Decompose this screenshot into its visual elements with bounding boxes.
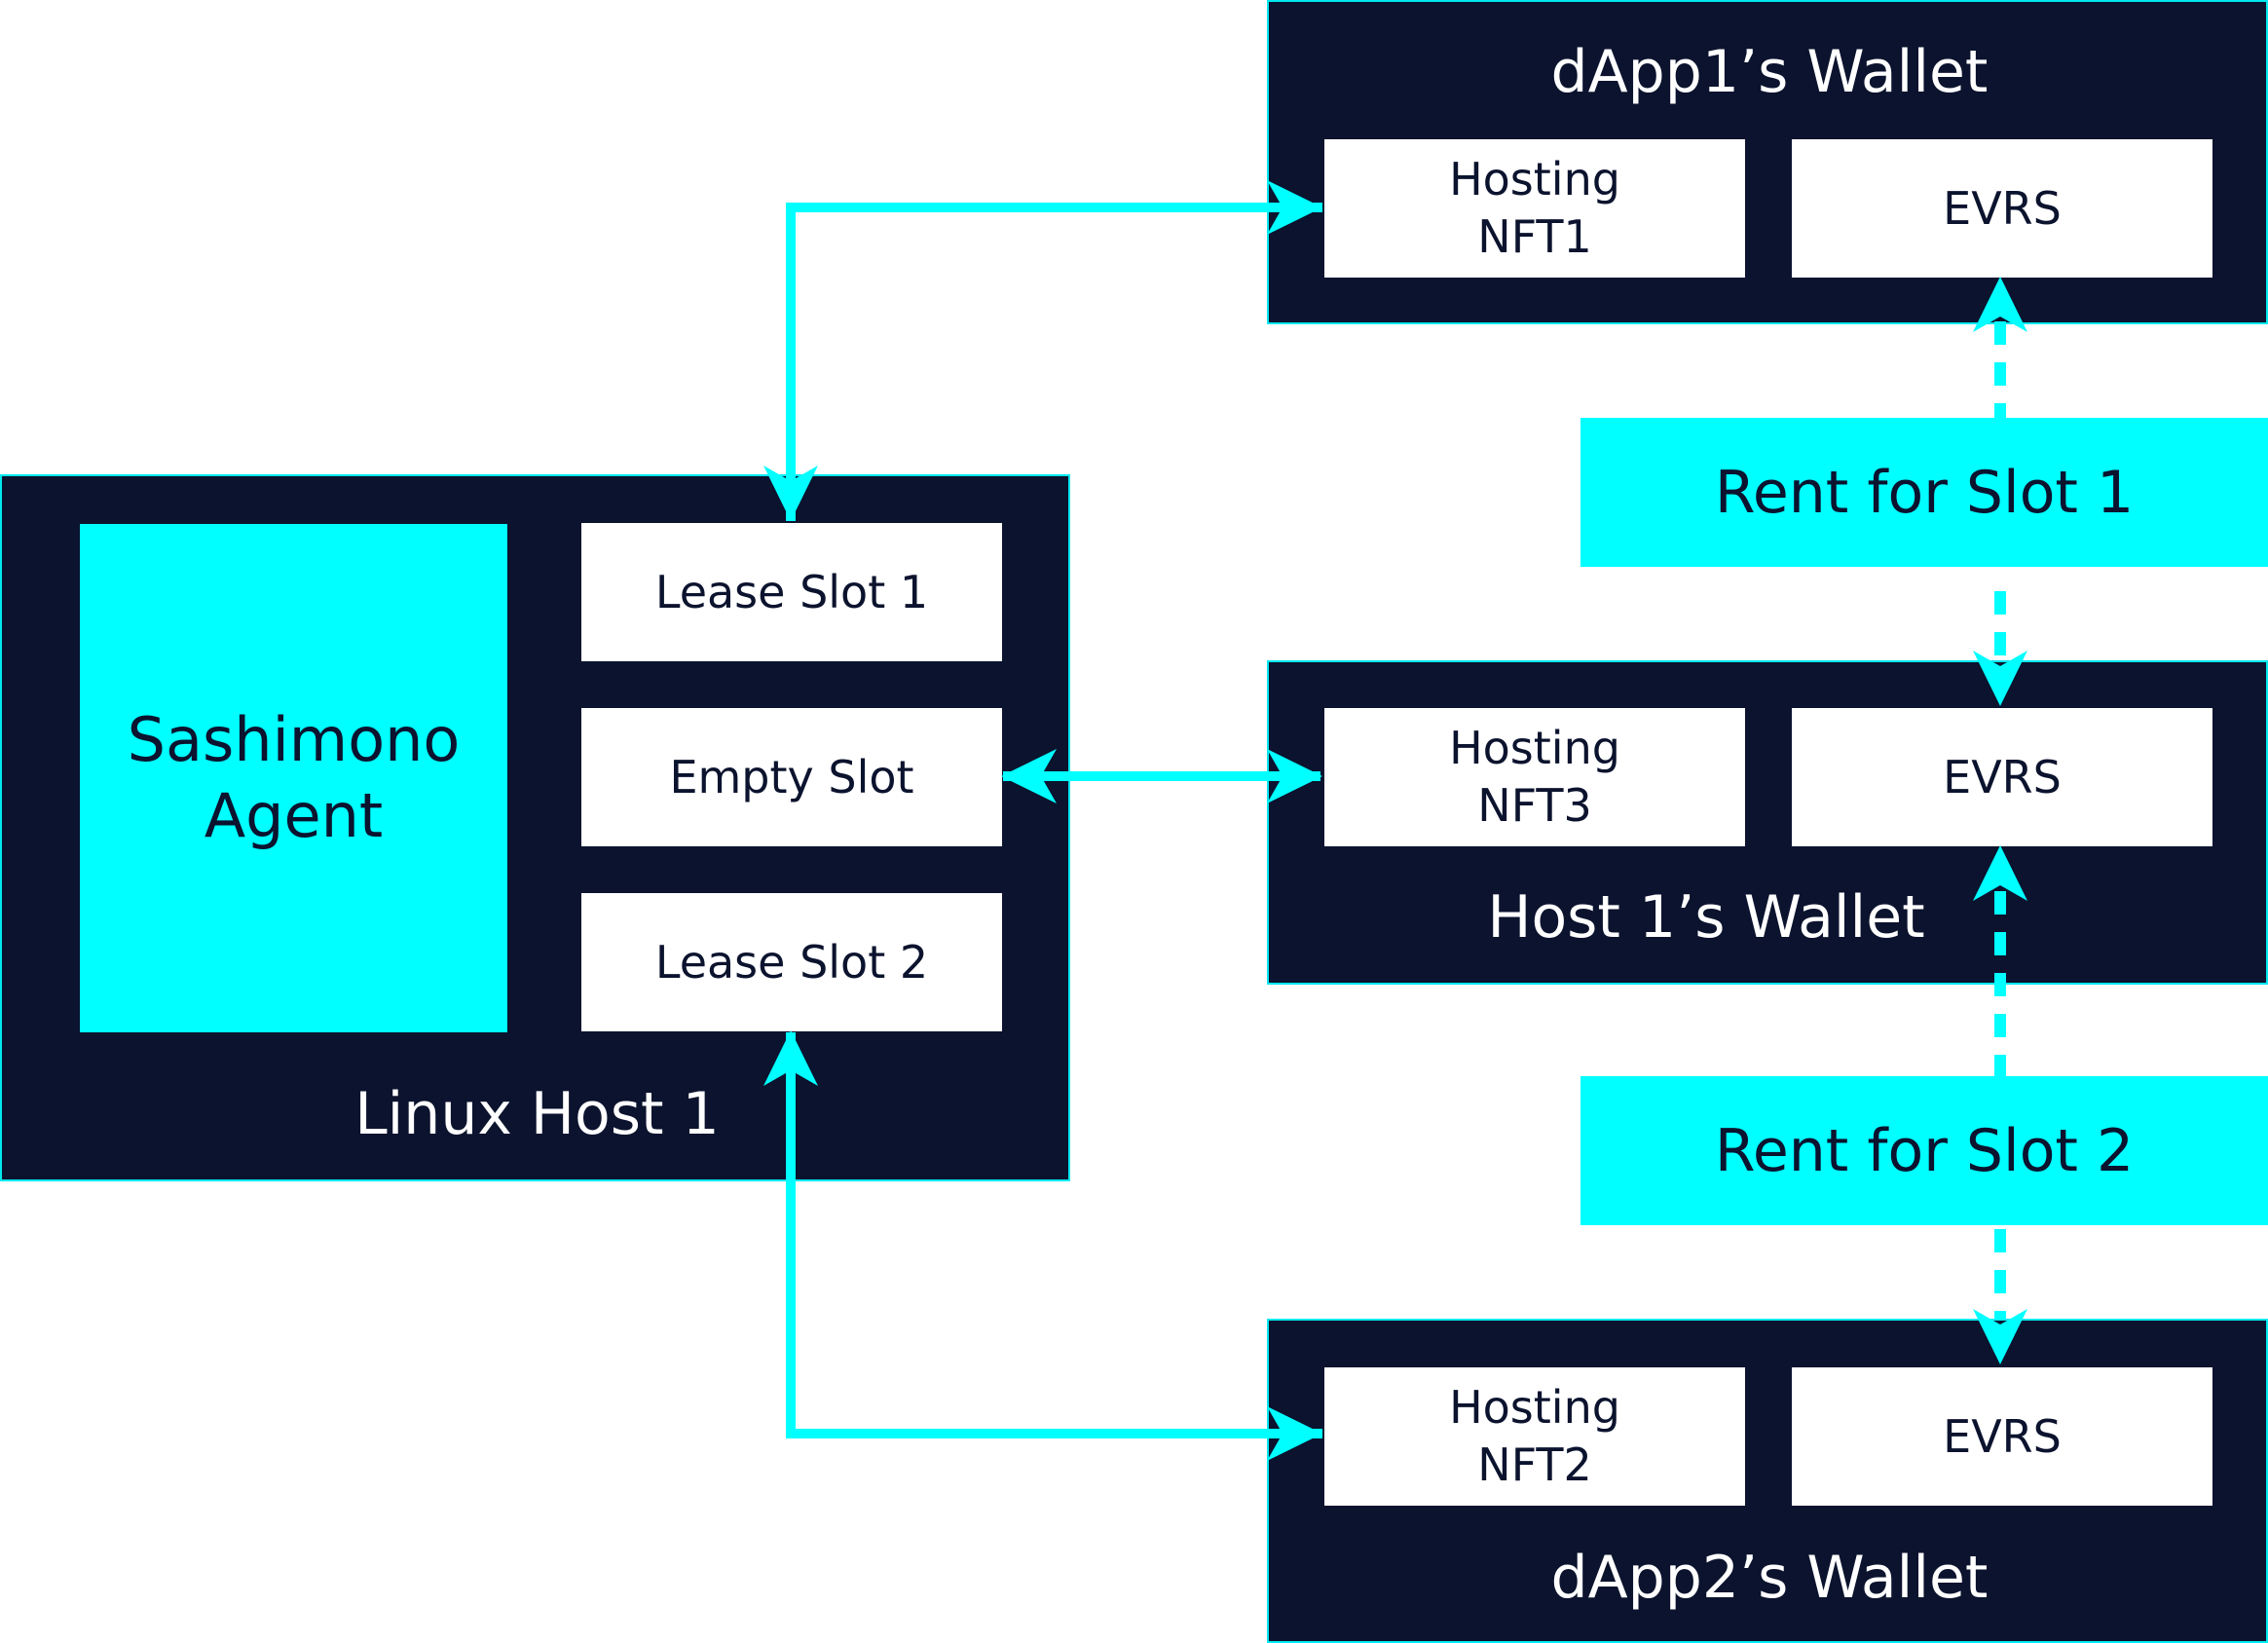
dapp1-evrs: EVRS [1792,139,2212,278]
linux-host-panel: Sashimono Agent Lease Slot 1 Empty Slot … [0,474,1070,1181]
empty-slot: Empty Slot [581,708,1002,846]
dapp2-wallet-panel: Hosting NFT2 EVRS dApp2’s Wallet [1267,1319,2268,1643]
host1-hosting-nft: Hosting NFT3 [1324,708,1745,846]
dapp2-evrs: EVRS [1792,1367,2212,1506]
sashimono-agent-box: Sashimono Agent [80,524,507,1032]
dapp1-wallet-panel: dApp1’s Wallet Hosting NFT1 EVRS [1267,0,2268,324]
lease-slot-1: Lease Slot 1 [581,523,1002,661]
linux-host-title: Linux Host 1 [354,1080,720,1148]
dapp2-hosting-nft: Hosting NFT2 [1324,1367,1745,1506]
dapp1-wallet-title: dApp1’s Wallet [1550,38,1989,106]
lease-slot-2: Lease Slot 2 [581,893,1002,1031]
rent-slot-2-box: Rent for Slot 2 [1580,1076,2268,1225]
host1-wallet-panel: Hosting NFT3 EVRS Host 1’s Wallet [1267,660,2268,985]
host1-evrs: EVRS [1792,708,2212,846]
host1-wallet-title: Host 1’s Wallet [1487,883,1925,952]
dapp1-hosting-nft: Hosting NFT1 [1324,139,1745,278]
dapp2-wallet-title: dApp2’s Wallet [1550,1544,1989,1612]
rent-slot-1-box: Rent for Slot 1 [1580,418,2268,567]
